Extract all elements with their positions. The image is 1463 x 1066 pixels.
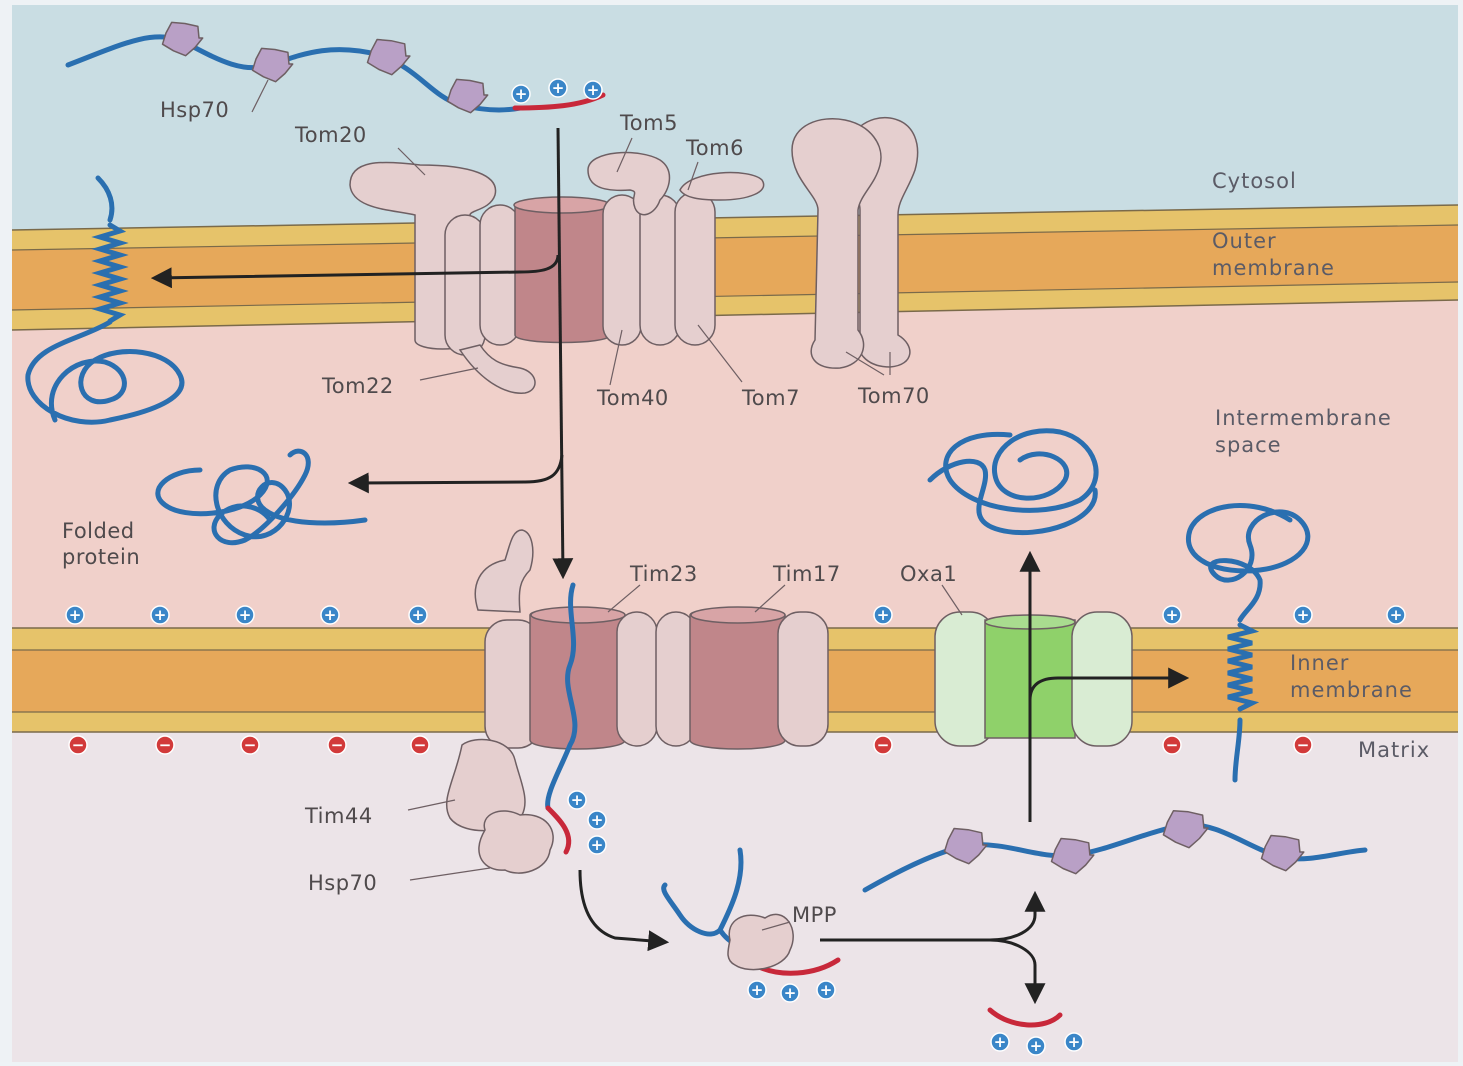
positive-charge-icon: + xyxy=(1065,1033,1083,1051)
label-tom22: Tom22 xyxy=(321,374,394,398)
svg-text:+: + xyxy=(1068,1033,1081,1051)
label-hsp70-cytosolic: Hsp70 xyxy=(160,98,229,122)
label-intermembrane-1: Intermembrane xyxy=(1215,406,1392,430)
svg-text:−: − xyxy=(1297,736,1310,754)
positive-charge-icon: + xyxy=(549,79,567,97)
positive-charge-icon: + xyxy=(151,606,169,624)
svg-text:−: − xyxy=(1166,736,1179,754)
label-tom20: Tom20 xyxy=(294,123,367,147)
label-outer-membrane-1: Outer xyxy=(1212,229,1277,253)
positive-charge-icon: + xyxy=(584,81,602,99)
svg-text:−: − xyxy=(72,736,85,754)
label-tim44: Tim44 xyxy=(304,804,373,828)
positive-charge-icon: + xyxy=(874,606,892,624)
positive-charge-icon: + xyxy=(588,836,606,854)
svg-text:+: + xyxy=(571,791,584,809)
label-tom40: Tom40 xyxy=(596,386,669,410)
negative-charge-icon: − xyxy=(241,736,259,754)
svg-text:+: + xyxy=(324,606,337,624)
svg-text:+: + xyxy=(1390,606,1403,624)
label-tom5: Tom5 xyxy=(619,111,678,135)
label-oxa1: Oxa1 xyxy=(900,562,957,586)
label-hsp70-matrix: Hsp70 xyxy=(308,871,377,895)
svg-text:+: + xyxy=(515,85,528,103)
negative-charge-icon: − xyxy=(1163,736,1181,754)
svg-text:+: + xyxy=(994,1033,1007,1051)
svg-text:+: + xyxy=(1297,606,1310,624)
tom22-subunit xyxy=(445,215,485,355)
label-folded-protein-1: Folded xyxy=(62,519,135,543)
svg-text:+: + xyxy=(412,606,425,624)
negative-charge-icon: − xyxy=(874,736,892,754)
svg-text:+: + xyxy=(239,606,252,624)
label-tim23: Tim23 xyxy=(629,562,698,586)
label-inner-membrane-2: membrane xyxy=(1290,678,1413,702)
label-matrix: Matrix xyxy=(1358,738,1430,762)
positive-charge-icon: + xyxy=(748,981,766,999)
label-folded-protein-2: protein xyxy=(62,545,140,569)
positive-charge-icon: + xyxy=(568,791,586,809)
label-tom6: Tom6 xyxy=(685,136,744,160)
svg-text:+: + xyxy=(591,811,604,829)
positive-charge-icon: + xyxy=(512,85,530,103)
label-intermembrane-2: space xyxy=(1215,433,1282,457)
positive-charge-icon: + xyxy=(817,981,835,999)
svg-text:−: − xyxy=(244,736,257,754)
svg-text:−: − xyxy=(331,736,344,754)
label-tom7: Tom7 xyxy=(741,386,800,410)
negative-charge-icon: − xyxy=(411,736,429,754)
positive-charge-icon: + xyxy=(1294,606,1312,624)
negative-charge-icon: − xyxy=(1294,736,1312,754)
label-outer-membrane-2: membrane xyxy=(1212,256,1335,280)
negative-charge-icon: − xyxy=(69,736,87,754)
svg-text:+: + xyxy=(877,606,890,624)
positive-charge-icon: + xyxy=(781,984,799,1002)
svg-text:+: + xyxy=(784,984,797,1002)
positive-charge-icon: + xyxy=(588,811,606,829)
negative-charge-icon: − xyxy=(156,736,174,754)
svg-text:+: + xyxy=(751,981,764,999)
label-tom70: Tom70 xyxy=(857,384,930,408)
positive-charge-icon: + xyxy=(409,606,427,624)
svg-text:−: − xyxy=(414,736,427,754)
tim17-pore xyxy=(690,608,785,749)
positive-charge-icon: + xyxy=(991,1033,1009,1051)
label-mpp: MPP xyxy=(792,903,837,927)
positive-charge-icon: + xyxy=(1387,606,1405,624)
label-cytosol: Cytosol xyxy=(1212,169,1297,193)
svg-text:+: + xyxy=(1030,1037,1043,1055)
tim23-pore xyxy=(530,608,625,749)
negative-charge-icon: − xyxy=(328,736,346,754)
intermembrane-region xyxy=(12,300,1458,630)
positive-charge-icon: + xyxy=(236,606,254,624)
svg-text:−: − xyxy=(159,736,172,754)
svg-text:+: + xyxy=(1166,606,1179,624)
positive-charge-icon: + xyxy=(1163,606,1181,624)
label-inner-membrane-1: Inner xyxy=(1290,651,1349,675)
positive-charge-icon: + xyxy=(1027,1037,1045,1055)
svg-text:+: + xyxy=(591,836,604,854)
svg-text:+: + xyxy=(69,606,82,624)
positive-charge-icon: + xyxy=(321,606,339,624)
svg-text:+: + xyxy=(820,981,833,999)
positive-charge-icon: + xyxy=(66,606,84,624)
svg-text:−: − xyxy=(877,736,890,754)
label-tim17: Tim17 xyxy=(772,562,841,586)
svg-text:+: + xyxy=(587,81,600,99)
svg-text:+: + xyxy=(154,606,167,624)
svg-text:+: + xyxy=(552,79,565,97)
